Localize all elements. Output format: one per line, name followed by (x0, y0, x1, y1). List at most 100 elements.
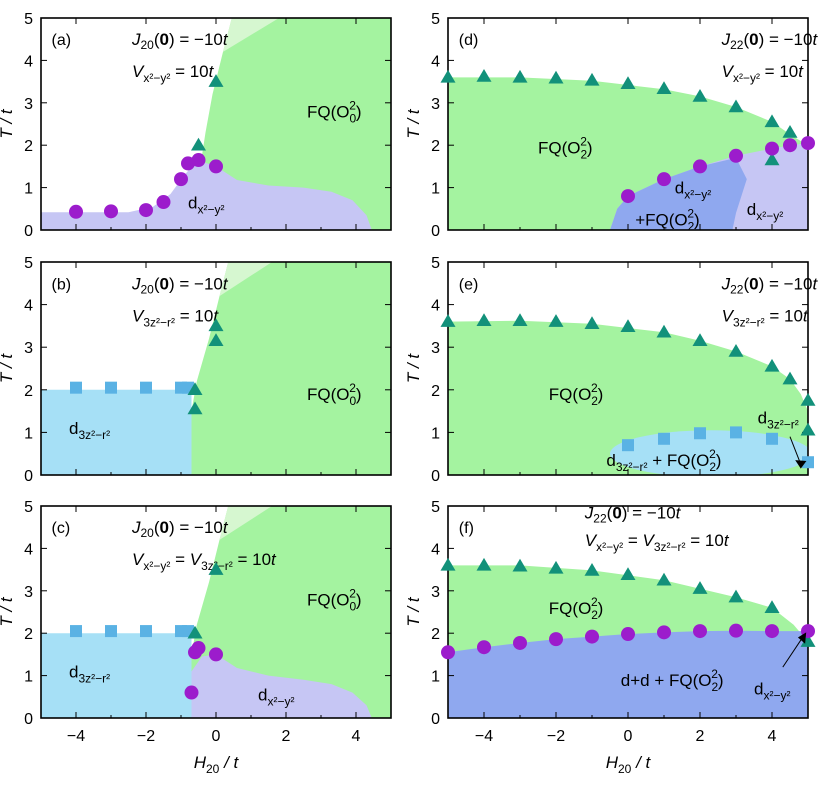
data-point-triangle (656, 324, 672, 338)
y-tick-label: 2 (24, 138, 33, 155)
data-point-triangle (440, 314, 456, 327)
data-point-square (802, 456, 814, 469)
data-point-circle (191, 153, 206, 168)
y-tick-label: 5 (24, 255, 33, 272)
y-axis-label: T / t (0, 108, 16, 139)
data-point-triangle (476, 69, 492, 82)
data-point-triangle (208, 318, 224, 332)
data-point-triangle (800, 422, 816, 436)
panel-label: (e) (459, 276, 479, 293)
data-point-square (105, 625, 117, 638)
data-point-circle (513, 635, 527, 650)
x-tick-label: 0 (624, 728, 633, 745)
data-point-circle (801, 136, 815, 151)
x-axis-label: H20 / t (606, 753, 652, 776)
phase-regions (41, 506, 391, 718)
data-point-square (622, 439, 634, 452)
data-point-triangle (208, 333, 224, 347)
data-point-square (694, 427, 706, 440)
fq-region (191, 506, 391, 718)
region-label: FQ(O22) (549, 381, 604, 408)
data-point-triangle (782, 124, 798, 138)
data-point-triangle (548, 560, 564, 574)
panel-label: (b) (52, 276, 72, 293)
data-point-triangle (800, 634, 816, 647)
region-label: FQ(O22) (538, 134, 593, 161)
y-axis-label: T / t (404, 596, 423, 627)
y-tick-label: 5 (431, 255, 440, 272)
data-point-circle (621, 627, 635, 642)
d3z2r2-region (41, 633, 192, 718)
y-tick-label: 2 (431, 626, 440, 643)
y-axis-label: T / t (404, 108, 423, 139)
data-point-circle (657, 625, 671, 640)
phase-regions (448, 77, 808, 230)
y-tick-label: 4 (24, 541, 33, 558)
data-point-circle (585, 629, 599, 644)
data-point-triangle (187, 401, 203, 415)
data-point-triangle (512, 558, 528, 572)
data-point-circle (209, 159, 223, 174)
data-point-circle (621, 189, 635, 204)
data-point-circle (104, 204, 118, 219)
region-label: d3z²−r²​ (758, 408, 799, 431)
x-tick-label: 4 (352, 728, 361, 745)
y-tick-label: 2 (24, 626, 33, 643)
data-point-triangle (728, 589, 744, 603)
data-point-circle (139, 203, 153, 218)
data-point-triangle (548, 314, 564, 327)
x-tick-label: 0 (212, 728, 221, 745)
y-tick-label: 0 (431, 223, 440, 240)
data-point-square (766, 432, 778, 445)
data-point-circle (765, 141, 779, 156)
data-point-triangle (476, 557, 492, 571)
x-tick-label: 2 (696, 728, 705, 745)
dx2y2-region (191, 654, 372, 718)
fq-fade-region (219, 506, 272, 540)
y-tick-label: 0 (431, 711, 440, 728)
data-point-triangle (440, 69, 456, 83)
y-tick-label: 4 (431, 541, 440, 558)
x-tick-label: −2 (547, 728, 565, 745)
data-point-triangle (548, 70, 564, 84)
y-tick-label: 0 (431, 468, 440, 485)
data-point-triangle (187, 625, 203, 639)
y-tick-label: 4 (431, 53, 440, 70)
y-tick-label: 1 (24, 425, 33, 442)
y-tick-label: 3 (431, 96, 440, 113)
x-tick-label: −4 (67, 728, 85, 745)
fq-region (195, 18, 391, 230)
data-point-triangle (656, 81, 672, 95)
parameter-annotation: J20(0) = −10t (131, 30, 229, 52)
parameter-annotation: J20(0) = −10t (131, 274, 229, 296)
region-label: FQ(O02) (307, 381, 362, 408)
panel-label: (c) (52, 520, 71, 537)
data-point-square (70, 625, 82, 638)
data-point-triangle (656, 572, 672, 586)
data-point-triangle (512, 313, 528, 327)
data-point-triangle (620, 76, 636, 89)
y-tick-label: 4 (24, 53, 33, 70)
x-tick-label: 4 (768, 728, 777, 745)
parameter-annotation: J22(0) = −10t (584, 503, 682, 525)
y-tick-label: 3 (431, 584, 440, 601)
data-point-circle (184, 685, 199, 700)
data-point-triangle (764, 114, 780, 128)
y-tick-label: 3 (24, 340, 33, 357)
y-axis-label: T / t (0, 596, 16, 627)
parameter-annotation: V3z²−r² = 10t (132, 306, 219, 329)
y-tick-label: 2 (431, 383, 440, 400)
data-point-circle (174, 172, 188, 187)
data-point-triangle (584, 562, 600, 576)
data-point-circle (693, 159, 707, 174)
y-tick-label: 4 (24, 298, 33, 315)
y-tick-label: 0 (24, 468, 33, 485)
data-point-triangle (584, 72, 600, 86)
y-tick-label: 4 (431, 298, 440, 315)
region-label: dx²−y²​ (754, 679, 790, 702)
data-point-square (730, 426, 742, 439)
data-point-triangle (692, 581, 708, 594)
